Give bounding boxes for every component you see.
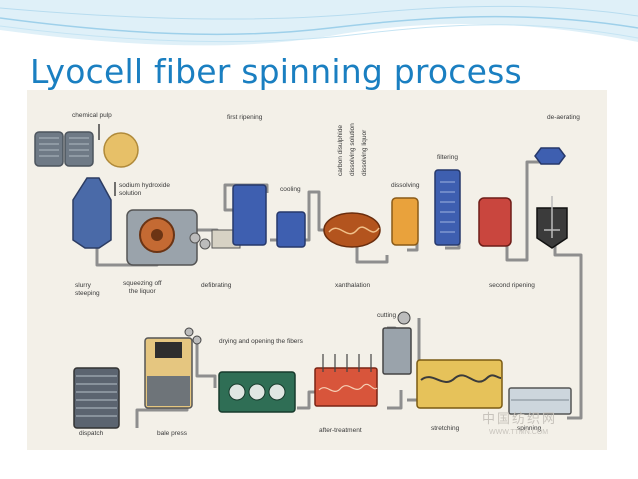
bale-press-plunger [155,342,182,358]
pulp-crumbs [103,132,139,168]
label-dissolving: dissolving [391,182,420,189]
label-xanthalation: xanthalation [335,282,371,289]
label-stretching: stretching [431,425,460,432]
press-hub [151,229,163,241]
dryer-drum-2 [248,383,266,401]
label-spinning: spinning [517,425,542,432]
spinning-bath [508,387,572,415]
de-aerating-vessel [534,147,566,165]
stretching-rollers [420,374,502,383]
label-sodium-hydroxide: sodium hydroxide solution [119,182,170,197]
after-treatment-bath [314,367,378,407]
slide-header-decoration [0,0,638,46]
dryer-drum-3 [268,383,286,401]
steeping-tank [72,177,112,249]
cutter [382,327,412,375]
label-chemical-pulp: chemical pulp [72,112,112,119]
xanthator-agitator [328,226,380,235]
cutting-wheel [397,311,411,325]
pulp-sheets [34,131,94,167]
dryer-drum-1 [228,383,246,401]
pipelines [95,160,583,428]
bale-press-fibres [147,376,190,406]
mixer-shaft [544,196,560,238]
label-first-ripening: first ripening [227,114,263,121]
process-diagram-drawing [34,124,583,429]
label-bale-press: bale press [157,430,187,437]
label-cooling: cooling [280,186,301,193]
second-ripening-tank [478,197,512,247]
label-cutting: cutting [377,312,397,319]
label-defibrating: defibrating [201,282,232,289]
feed-rollers [184,327,202,345]
cooling-tank [276,211,306,248]
label-carbon-disulphide: carbon disulphide [337,125,344,176]
label-drying-opening: drying and opening the fibers [219,338,303,345]
label-slurry-steeping: slurry steeping [75,282,100,297]
slide-title: Lyocell fiber spinning process [30,52,522,91]
dosing-arrows [98,124,116,196]
process-diagram: chemical pulp sodium hydroxide solution … [27,90,607,450]
stretching-bath [416,359,503,409]
spray-nozzles [322,354,372,372]
label-de-aerating: de-aerating [547,114,580,121]
first-ripening-tank [232,184,267,246]
label-after-treatment: after-treatment [319,427,362,434]
label-squeezing: squeezing off the liquor [123,280,162,295]
label-dispatch: dispatch [79,430,104,437]
tow-path [318,383,378,392]
dissolving-tank [391,197,419,246]
xanthator-drum [323,212,381,248]
label-dissolving-solution: dissolving solution [349,123,356,176]
filtering-column [434,169,461,246]
watermark-url: WWW.TTMN.COM [489,429,549,436]
label-second-ripening: second ripening [489,282,535,289]
label-dissolving-liquor: dissolving liquor [361,129,368,176]
label-filtering: filtering [437,154,458,161]
watermark-chinese: 中国纺织网 [482,411,558,426]
dispatch-bales [73,367,120,429]
